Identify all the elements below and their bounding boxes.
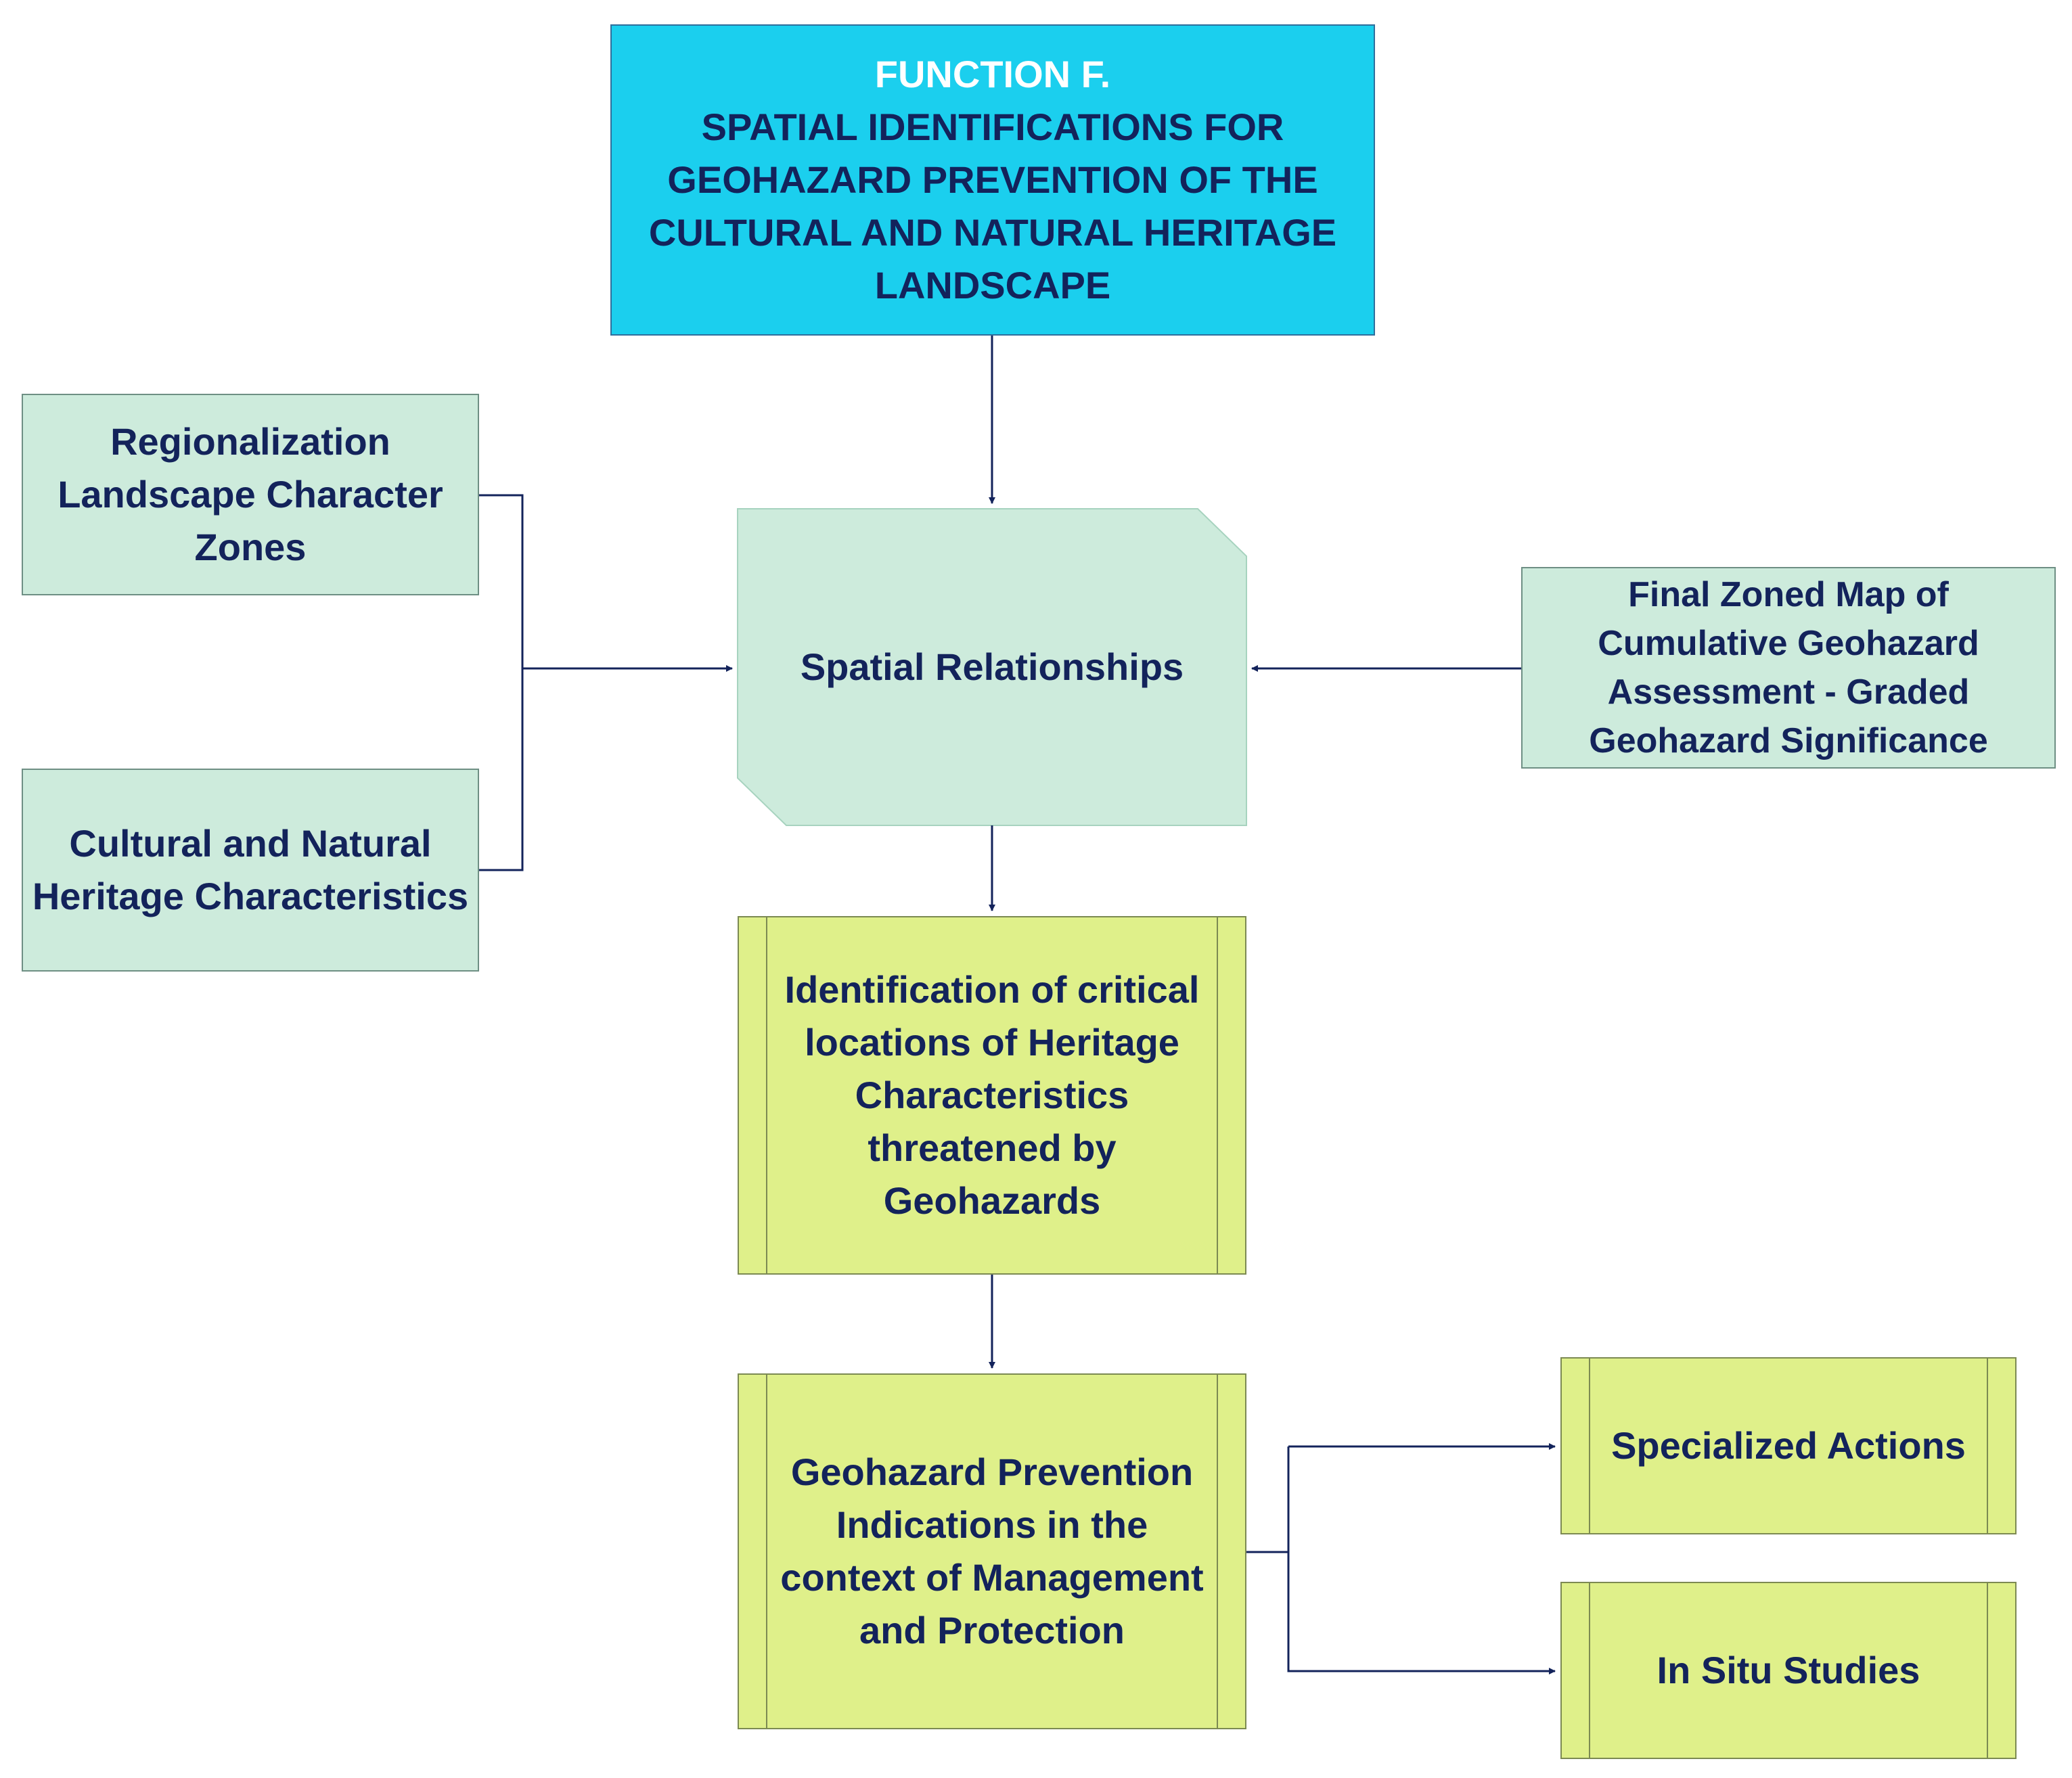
function-title-label: FUNCTION F. <box>874 53 1111 95</box>
identification-box: Identification of critical locations of … <box>738 916 1246 1275</box>
spatial-relationships-shape <box>737 508 1247 826</box>
connector-prevention-branch <box>1246 1446 1290 1553</box>
final-zoned-map-label: Final Zoned Map of Cumulative Geohazard … <box>1589 575 1988 760</box>
regionalization-label: Regionalization Landscape Character Zone… <box>58 420 443 568</box>
in-situ-studies-box: In Situ Studies <box>1560 1582 2017 1759</box>
arrow-to-in-situ-studies <box>1287 1552 1556 1674</box>
prevention-box: Geohazard Prevention Indications in the … <box>738 1373 1246 1729</box>
specialized-actions-label: Specialized Actions <box>1611 1424 1966 1467</box>
function-title-description: SPATIAL IDENTIFICATIONS FOR GEOHAZARD PR… <box>648 106 1337 306</box>
specialized-actions-box: Specialized Actions <box>1560 1357 2017 1534</box>
in-situ-studies-label: In Situ Studies <box>1657 1649 1920 1691</box>
function-title-box: FUNCTION F. SPATIAL IDENTIFICATIONS FOR … <box>610 24 1375 336</box>
final-zoned-map-box: Final Zoned Map of Cumulative Geohazard … <box>1521 567 2056 769</box>
heritage-characteristics-box: Cultural and Natural Heritage Characteri… <box>22 769 479 972</box>
prevention-label: Geohazard Prevention Indications in the … <box>780 1451 1204 1651</box>
identification-label: Identification of critical locations of … <box>784 968 1200 1222</box>
spatial-relationships-label: Spatial Relationships <box>800 645 1184 688</box>
connector-regionalization <box>479 494 524 871</box>
spatial-relationships-box: Spatial Relationships <box>738 509 1246 825</box>
regionalization-box: Regionalization Landscape Character Zone… <box>22 394 479 595</box>
heritage-characteristics-label: Cultural and Natural Heritage Characteri… <box>32 822 469 917</box>
